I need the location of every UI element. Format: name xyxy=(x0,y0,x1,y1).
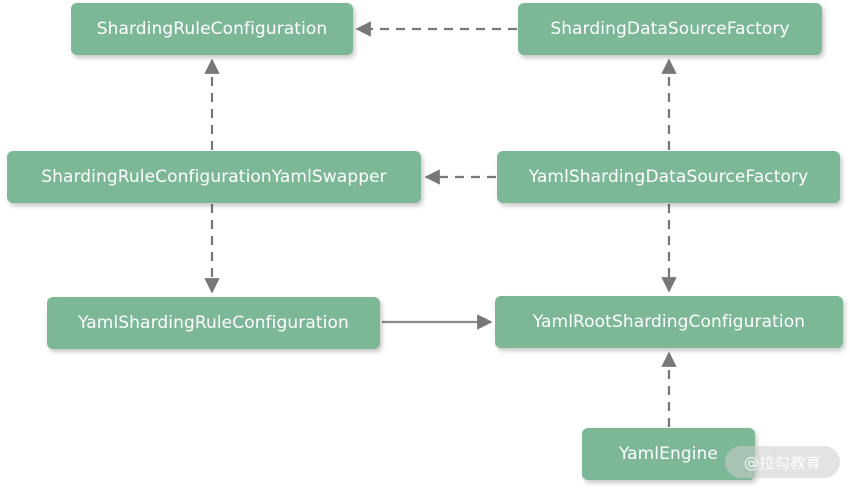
node-yaml-engine[interactable]: YamlEngine xyxy=(582,428,755,480)
node-label: ShardingRuleConfigurationYamlSwapper xyxy=(41,166,387,187)
node-label: YamlShardingDataSourceFactory xyxy=(528,166,809,187)
node-label: YamlRootShardingConfiguration xyxy=(532,311,806,332)
node-yaml-sharding-rule-configuration[interactable]: YamlShardingRuleConfiguration xyxy=(47,297,380,349)
node-label: YamlShardingRuleConfiguration xyxy=(78,312,349,333)
node-yaml-root-sharding-configuration[interactable]: YamlRootShardingConfiguration xyxy=(495,296,843,348)
node-label: ShardingRuleConfiguration xyxy=(96,18,328,39)
node-sharding-rule-configuration[interactable]: ShardingRuleConfiguration xyxy=(71,3,353,55)
node-label: ShardingDataSourceFactory xyxy=(550,18,790,39)
node-label: YamlEngine xyxy=(618,443,718,464)
watermark-text: @拉勾教育 xyxy=(743,453,822,472)
node-sharding-datasource-factory[interactable]: ShardingDataSourceFactory xyxy=(518,3,822,55)
node-yaml-sharding-datasource-factory[interactable]: YamlShardingDataSourceFactory xyxy=(497,151,840,203)
node-sharding-rule-configuration-yaml-swapper[interactable]: ShardingRuleConfigurationYamlSwapper xyxy=(7,151,421,203)
